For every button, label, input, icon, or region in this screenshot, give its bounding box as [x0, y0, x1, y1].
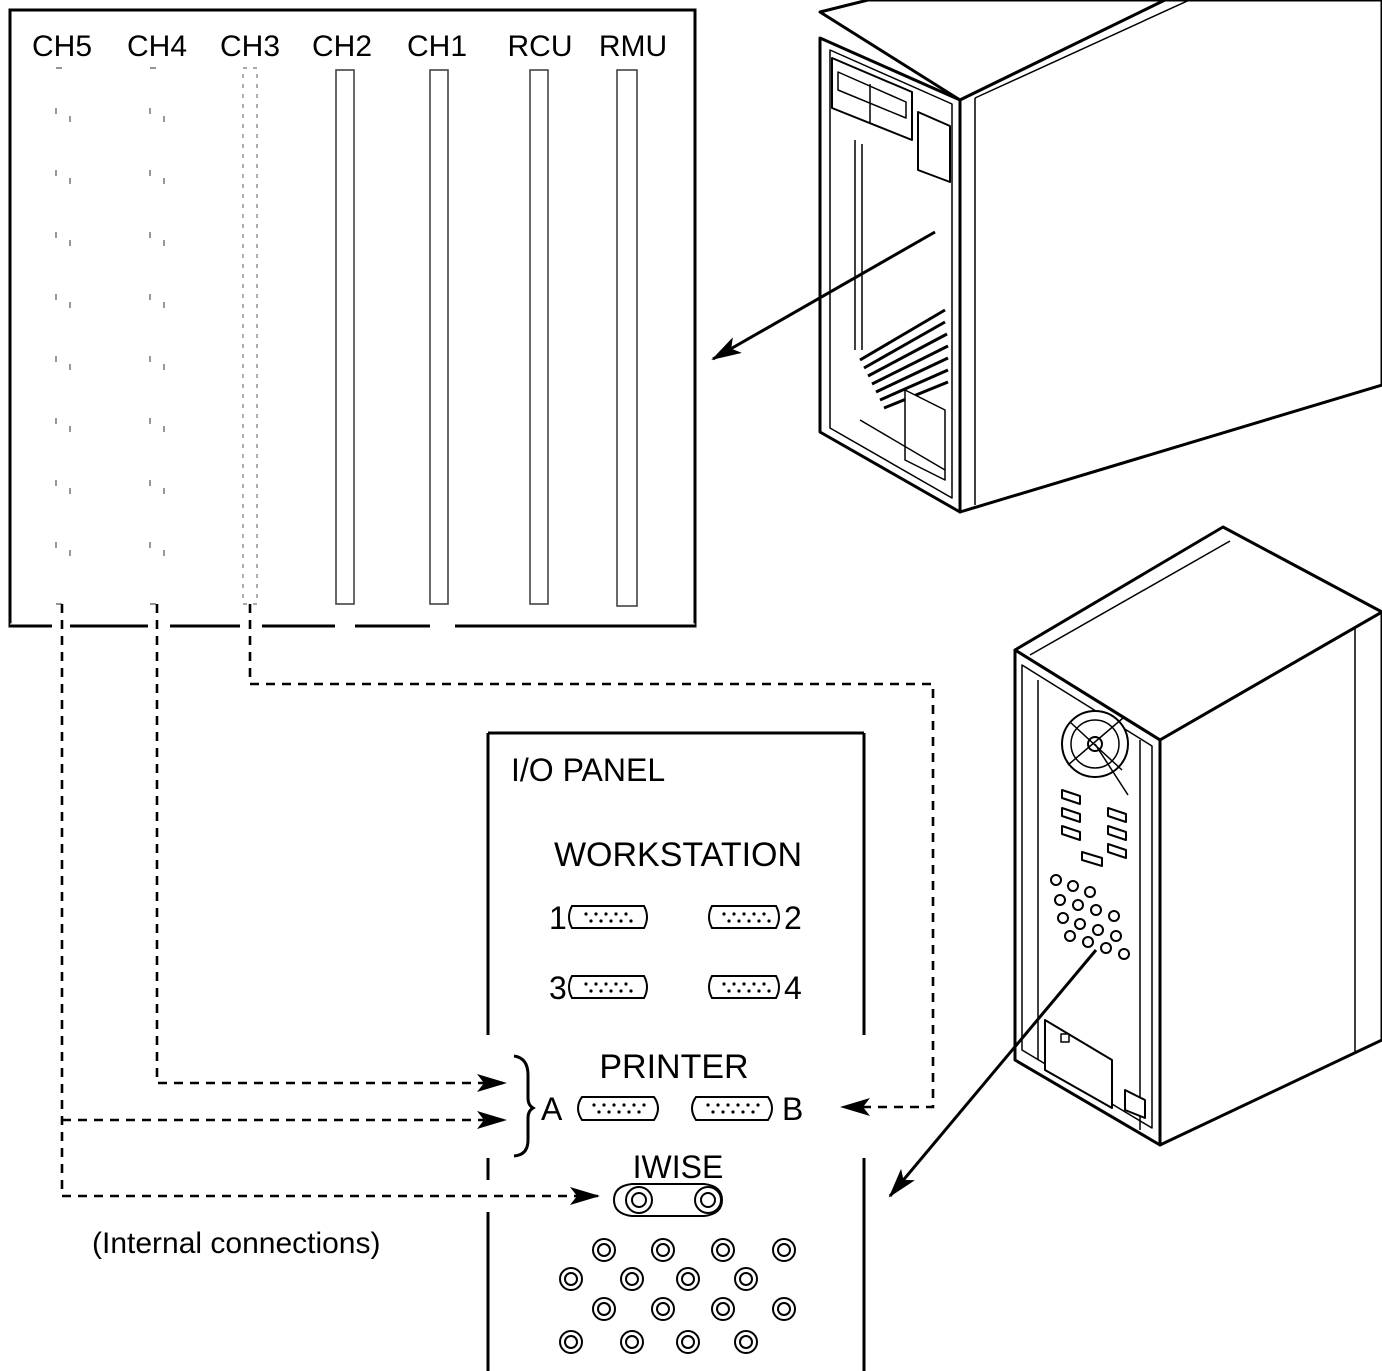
rear-port-slots: [1061, 789, 1127, 867]
slot-label-rcu: RCU: [508, 30, 573, 63]
workstation-port-3-label: 3: [549, 970, 567, 1006]
printer-heading: PRINTER: [599, 1048, 748, 1086]
internal-connections-note: (Internal connections): [92, 1227, 381, 1260]
pointer-arrow-to-io-panel: [888, 949, 1098, 1198]
cable-ch5-to-iwise: [60, 604, 600, 1205]
coax-jack[interactable]: [559, 1330, 583, 1354]
printer-port-b-label: B: [782, 1091, 803, 1127]
coax-jack[interactable]: [592, 1297, 616, 1321]
slot-label-ch5: CH5: [32, 30, 92, 63]
printer-port-b[interactable]: [691, 1096, 773, 1121]
iwise-port-right[interactable]: [694, 1186, 722, 1214]
cabinet-front-top: [818, 0, 1167, 102]
io-panel-title: I/O PANEL: [511, 752, 665, 788]
slot-ch2: [335, 69, 355, 605]
workstation-port-3[interactable]: [568, 975, 648, 999]
coax-jack[interactable]: [620, 1330, 644, 1354]
cabinet-front-view: [818, 0, 1382, 514]
cabinet-front-side: [958, 0, 1382, 514]
iwise-connector-housing: [612, 1183, 724, 1217]
workstation-port-2-label: 2: [784, 900, 802, 936]
slot-label-ch2: CH2: [312, 30, 372, 63]
power-inlet: [1124, 1089, 1146, 1119]
slot-ch3: [242, 67, 258, 605]
printer-port-a-label: A: [541, 1091, 563, 1127]
slot-ch5: [55, 67, 71, 605]
coax-jack[interactable]: [772, 1238, 796, 1262]
coax-jack[interactable]: [734, 1330, 758, 1354]
front-switch-panel: [917, 111, 951, 183]
coax-jack[interactable]: [559, 1267, 583, 1291]
slot-label-ch3: CH3: [220, 30, 280, 63]
coax-jack[interactable]: [620, 1267, 644, 1291]
iwise-port-left[interactable]: [625, 1186, 653, 1214]
coax-jack[interactable]: [651, 1297, 675, 1321]
coax-jack[interactable]: [772, 1297, 796, 1321]
workstation-port-4[interactable]: [708, 975, 780, 999]
slot-label-ch1: CH1: [407, 30, 467, 63]
cabinet-rear-view: [1013, 525, 1382, 1147]
pointer-arrow-to-slots: [711, 230, 936, 361]
coax-jack-grid: [559, 1238, 796, 1354]
slot-label-rmu: RMU: [599, 30, 667, 63]
io-panel: I/O PANEL WORKSTATION 1 2 3 4 PRINTER A: [486, 731, 866, 1371]
printer-port-a[interactable]: [577, 1096, 659, 1121]
cable-ch3-to-printer-b: [248, 604, 935, 1116]
coax-jack[interactable]: [651, 1238, 675, 1262]
rear-coax-jacks: [1050, 874, 1130, 960]
iwise-heading: IWISE: [633, 1149, 724, 1185]
printer-a-brace: [513, 1054, 536, 1158]
coax-jack[interactable]: [592, 1238, 616, 1262]
coax-jack[interactable]: [711, 1238, 735, 1262]
workstation-port-1-label: 1: [549, 900, 567, 936]
coax-jack[interactable]: [711, 1297, 735, 1321]
slot-label-ch4: CH4: [127, 30, 187, 63]
coax-jack[interactable]: [734, 1267, 758, 1291]
slot-ch4: [149, 67, 165, 605]
fan-icon: [1061, 710, 1129, 796]
cable-ch4-to-printer-a: [155, 604, 507, 1092]
slot-panel-frame: [8, 8, 697, 628]
slot-ch1: [429, 69, 449, 605]
workstation-port-2[interactable]: [708, 905, 780, 929]
workstation-port-1[interactable]: [568, 905, 648, 929]
slot-rmu: [616, 69, 638, 607]
workstation-port-4-label: 4: [784, 970, 802, 1006]
io-panel-frame: [486, 731, 866, 1371]
coax-jack[interactable]: [676, 1330, 700, 1354]
coax-jack[interactable]: [676, 1267, 700, 1291]
internal-cables: [60, 604, 935, 1205]
card-slot-panel: CH5 CH4 CH3 CH2 CH1 RCU RMU: [8, 8, 697, 629]
workstation-heading: WORKSTATION: [554, 836, 802, 874]
slot-rcu: [529, 69, 549, 605]
